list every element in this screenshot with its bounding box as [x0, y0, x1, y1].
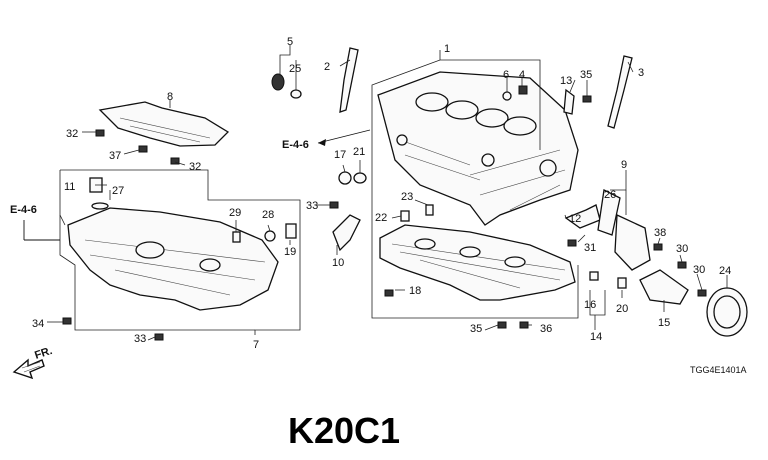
bolt-18	[384, 289, 394, 297]
reference-label-e-4-6-left: E-4-6	[10, 204, 37, 216]
callout-25: 25	[289, 63, 301, 75]
bolt-34	[62, 317, 72, 325]
callout-35b: 35	[470, 323, 482, 335]
callout-30a: 30	[676, 243, 688, 255]
callout-17: 17	[334, 149, 346, 161]
pipe-12	[564, 204, 601, 229]
bolt-35b	[497, 321, 507, 329]
sensor-13	[563, 88, 575, 115]
callout-32a: 32	[66, 128, 78, 140]
bolt-37	[138, 145, 148, 153]
callout-37: 37	[109, 150, 121, 162]
reference-label-e-4-6-upper: E-4-6	[282, 139, 309, 151]
callout-27: 27	[112, 185, 124, 197]
callout-7: 7	[253, 339, 259, 351]
callout-20: 20	[616, 303, 628, 315]
callout-3: 3	[638, 67, 644, 79]
bracket-15	[639, 269, 689, 305]
reference-arrows	[23, 129, 371, 241]
front-marker-label: FR.	[33, 345, 54, 362]
bolts	[62, 95, 707, 341]
seal-5	[271, 73, 285, 91]
callout-33b: 33	[134, 333, 146, 345]
callout-13: 13	[560, 75, 572, 87]
callout-19: 19	[284, 246, 296, 258]
part-4	[518, 85, 528, 95]
callout-12: 12	[569, 213, 581, 225]
callout-29: 29	[229, 207, 241, 219]
ring-6	[502, 91, 512, 101]
bolt-36	[519, 321, 529, 329]
callout-18: 18	[409, 285, 421, 297]
plug-19	[285, 223, 297, 239]
callout-9: 9	[621, 159, 627, 171]
tube-3	[607, 55, 633, 129]
o-ring-21	[353, 172, 367, 184]
bolt-30a	[677, 261, 687, 269]
callout-4: 4	[519, 69, 525, 81]
callout-14: 14	[590, 331, 602, 343]
part-20	[617, 277, 627, 289]
dipstick-tube-2	[339, 47, 359, 113]
callout-32b: 32	[189, 161, 201, 173]
callout-35a: 35	[580, 69, 592, 81]
engine-code-title: K20C1	[288, 410, 400, 451]
front-arrow-icon	[12, 358, 45, 380]
callout-11: 11	[64, 181, 75, 193]
callout-8: 8	[167, 91, 173, 103]
callout-34: 34	[32, 318, 44, 330]
gasket-26	[597, 189, 621, 236]
bolt-33b	[154, 333, 164, 341]
dowel-23	[425, 204, 434, 216]
dowel-22	[400, 210, 410, 222]
callout-30b: 30	[693, 264, 705, 276]
callout-numbers: 1 2 3 4 5 6 7 8 9 10 11 12 13 14 15 16 1…	[32, 36, 731, 351]
callout-24: 24	[719, 265, 731, 277]
lower-block	[379, 224, 576, 301]
bolt-31	[567, 239, 577, 247]
cover-9	[614, 214, 651, 271]
callout-28: 28	[262, 209, 274, 221]
drawing-code: TGG4E1401A	[690, 365, 747, 375]
oil-seal-24-inner	[713, 295, 741, 329]
ring-25	[290, 89, 302, 99]
callout-10: 10	[332, 257, 344, 269]
callout-31: 31	[584, 242, 596, 254]
callout-23: 23	[401, 191, 413, 203]
o-ring-27	[91, 202, 109, 210]
bolt-38	[653, 243, 663, 251]
bolt-35a	[582, 95, 592, 103]
part-17	[338, 171, 352, 185]
callout-36: 36	[540, 323, 552, 335]
leader-lines	[47, 45, 728, 341]
callout-6: 6	[503, 69, 509, 81]
callout-22: 22	[375, 212, 387, 224]
callout-33a: 33	[306, 200, 318, 212]
callout-5: 5	[287, 36, 293, 48]
callout-1: 1	[444, 43, 450, 55]
cylinder-block	[377, 71, 579, 226]
part-16	[589, 271, 599, 281]
callout-2: 2	[324, 61, 330, 73]
callout-15: 15	[658, 317, 670, 329]
callout-26: 26	[604, 189, 616, 201]
bolt-32a	[95, 129, 105, 137]
bolt-33a	[329, 201, 339, 209]
callout-21: 21	[353, 146, 365, 158]
callout-16: 16	[584, 299, 596, 311]
washer-28	[264, 230, 276, 242]
dowel-29	[232, 231, 241, 243]
bracket-10	[332, 214, 361, 252]
callout-38: 38	[654, 227, 666, 239]
oil-pan	[67, 207, 279, 311]
baffle-plate	[98, 101, 230, 147]
bolt-32b	[170, 157, 180, 165]
bolt-30b	[697, 289, 707, 297]
